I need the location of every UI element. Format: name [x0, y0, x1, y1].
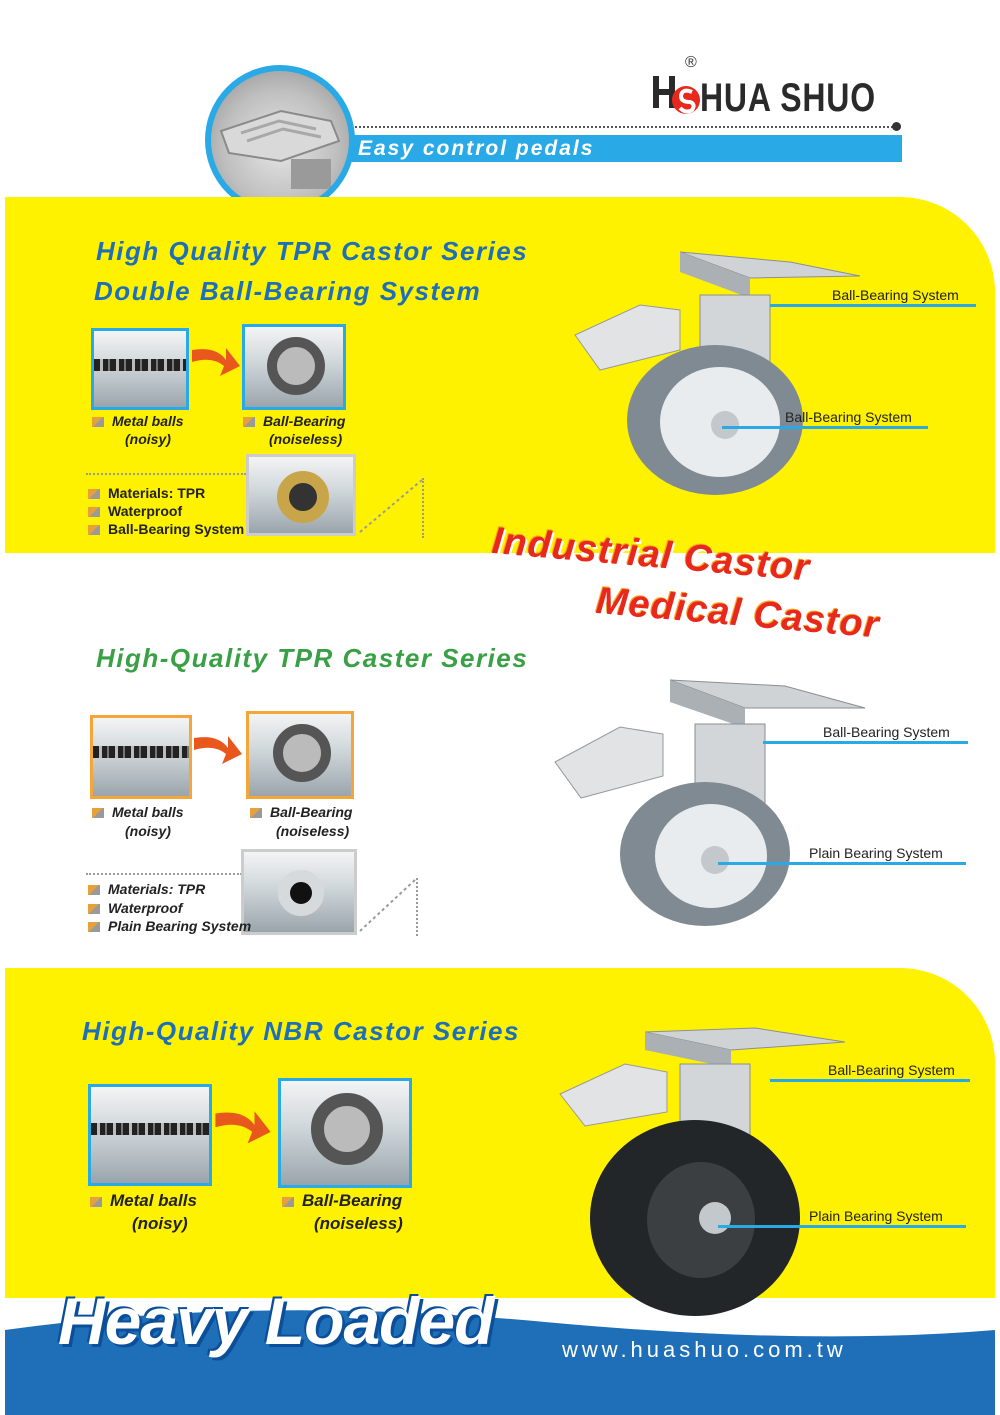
- hs-logo-icon: [653, 76, 700, 114]
- ball-bearing-photo: [246, 711, 354, 799]
- section1-subtitle: Double Ball-Bearing System: [94, 276, 482, 306]
- arrow-icon: [192, 728, 244, 768]
- pedal-banner-text: Easy control pedals: [358, 137, 595, 160]
- header-dot-end: [892, 122, 901, 131]
- pedal-banner: [344, 135, 902, 162]
- dotted-guide: [86, 873, 242, 875]
- feature-item: Waterproof: [88, 503, 182, 519]
- feature-item: Materials: TPR: [88, 881, 205, 897]
- callout-plain-bearing: Plain Bearing System: [809, 845, 943, 861]
- bullet-icon: [250, 808, 262, 819]
- bullet-icon: [282, 1196, 294, 1207]
- callout-line: [718, 862, 966, 865]
- callout-line: [763, 741, 968, 744]
- bullet-icon: [88, 885, 100, 896]
- ball-bearing-sub: (noiseless): [314, 1214, 403, 1233]
- ball-bearing-photo: [278, 1078, 412, 1188]
- callout-line: [770, 304, 976, 307]
- ball-bearing-label: Ball-Bearing: [282, 1191, 402, 1211]
- ball-bearing-label: Ball-Bearing: [243, 413, 345, 429]
- bullet-icon: [92, 808, 104, 819]
- callout-plain-bearing: Plain Bearing System: [809, 1208, 943, 1224]
- metal-balls-photo: [88, 1084, 212, 1186]
- bullet-icon: [88, 904, 100, 915]
- metal-balls-sub: (noisy): [125, 431, 171, 447]
- callout-line: [722, 426, 928, 429]
- castor-wheel-icon: [574, 251, 861, 495]
- callout-ball-bearing: Ball-Bearing System: [785, 409, 912, 425]
- dotted-guide: [86, 473, 246, 475]
- callout-ball-bearing: Ball-Bearing System: [823, 724, 950, 740]
- feature-item: Plain Bearing System: [88, 918, 251, 934]
- section1-title: High Quality TPR Castor Series: [96, 236, 529, 266]
- dotted-guide: [422, 478, 424, 538]
- arrow-icon: [190, 340, 242, 380]
- footer-band: [5, 1300, 995, 1415]
- metal-balls-label: Metal balls: [92, 413, 184, 429]
- tpr-castor-photo: [560, 240, 880, 520]
- callout-ball-bearing: Ball-Bearing System: [832, 287, 959, 303]
- plain-bearing-photo: [241, 849, 357, 935]
- bullet-icon: [88, 922, 100, 933]
- bullet-icon: [88, 489, 100, 500]
- metal-balls-label: Metal balls: [90, 1191, 197, 1211]
- feature-item: Ball-Bearing System: [88, 521, 244, 537]
- section3-title: High-Quality NBR Castor Series: [82, 1016, 520, 1046]
- bullet-icon: [88, 507, 100, 518]
- metal-balls-sub: (noisy): [125, 823, 171, 839]
- registered-mark: ®: [685, 54, 697, 71]
- dotted-diagonal: [356, 476, 426, 536]
- callout-ball-bearing: Ball-Bearing System: [828, 1062, 955, 1078]
- ball-bearing-label: Ball-Bearing: [250, 804, 352, 820]
- metal-balls-photo: [91, 328, 189, 410]
- pedal-photo: [205, 65, 355, 215]
- bearing-closeup-photo: [246, 454, 356, 536]
- website-url[interactable]: www.huashuo.com.tw: [562, 1337, 847, 1362]
- heavy-loaded-headline: Heavy Loaded: [58, 1284, 494, 1358]
- bullet-icon: [90, 1196, 102, 1207]
- callout-line: [718, 1225, 966, 1228]
- brand-name: HUA SHUO: [700, 76, 876, 120]
- castor-wheel-icon: [554, 679, 866, 926]
- castor-wheel-icon: [559, 1027, 846, 1316]
- ball-bearing-sub: (noiseless): [276, 823, 350, 839]
- bullet-icon: [92, 417, 104, 428]
- slogan-medical: Medical Castor: [594, 580, 882, 647]
- dotted-diagonal: [356, 875, 420, 935]
- metal-balls-sub: (noisy): [132, 1214, 188, 1233]
- brand-logo: [648, 62, 708, 122]
- ball-bearing-sub: (noiseless): [269, 431, 343, 447]
- brake-pedal-icon: [219, 109, 341, 189]
- bullet-icon: [88, 525, 100, 536]
- header-dotted-line: [340, 126, 896, 128]
- nbr-castor-photo: [555, 1022, 855, 1322]
- ball-bearing-photo: [242, 324, 346, 410]
- section2-title: High-Quality TPR Caster Series: [96, 643, 529, 673]
- callout-line: [770, 1079, 970, 1082]
- feature-item: Waterproof: [88, 900, 182, 916]
- metal-balls-photo: [90, 715, 192, 799]
- metal-balls-label: Metal balls: [92, 804, 184, 820]
- dotted-guide: [416, 878, 418, 936]
- arrow-icon: [212, 1102, 274, 1148]
- bullet-icon: [243, 417, 255, 428]
- feature-item: Materials: TPR: [88, 485, 205, 501]
- tpr-caster-photo: [545, 672, 875, 942]
